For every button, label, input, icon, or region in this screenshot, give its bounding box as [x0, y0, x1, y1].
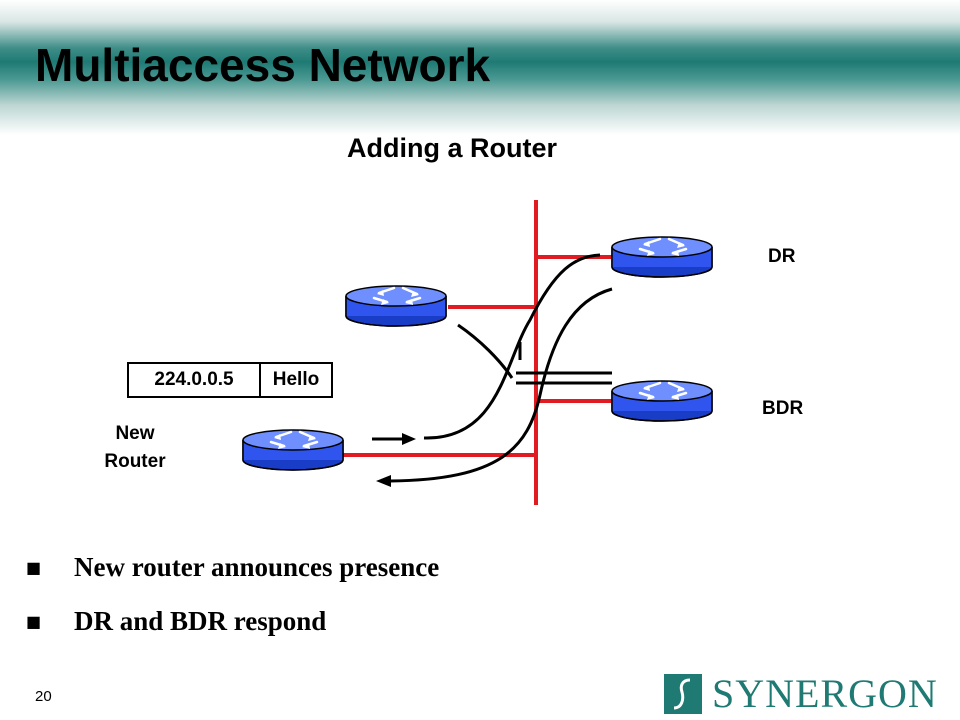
router-icon	[345, 285, 447, 327]
page-number: 20	[35, 688, 52, 705]
bullet-text: New router announces presence	[74, 551, 440, 582]
response-flow	[389, 287, 613, 483]
hello-arrowhead	[402, 433, 416, 445]
dr-label: DR	[768, 246, 796, 267]
router-icon	[611, 236, 713, 278]
new-router-label-line2: Router	[104, 451, 166, 472]
header-band	[0, 0, 960, 135]
packet-type: Hello	[272, 369, 320, 390]
bullet-list: ■ New router announces presence ■ DR and…	[22, 540, 439, 648]
hello-flow	[372, 253, 601, 441]
bullet-icon: ■	[26, 611, 42, 631]
hello-packet: 224.0.0.5 Hello	[127, 362, 333, 398]
diagram-subtitle: Adding a Router	[347, 133, 557, 163]
new-router-label: New Router	[90, 420, 180, 476]
slide-title: Multiaccess Network	[35, 39, 491, 91]
bullet-item: ■ New router announces presence	[22, 540, 439, 594]
company-logo: SYNERGON	[664, 673, 938, 715]
logo-wordmark: SYNERGON	[712, 671, 938, 716]
bdr-label: BDR	[762, 398, 804, 419]
new-router-label-line1: New	[115, 423, 155, 444]
bullet-item: ■ DR and BDR respond	[22, 594, 439, 648]
bullet-icon: ■	[26, 557, 42, 577]
router-icon	[611, 380, 713, 422]
packet-destination-address: 224.0.0.5	[129, 364, 261, 396]
logo-mark-icon	[664, 674, 702, 714]
router-icon	[242, 429, 344, 471]
response-arrowhead	[376, 475, 391, 487]
bullet-text: DR and BDR respond	[74, 605, 327, 636]
